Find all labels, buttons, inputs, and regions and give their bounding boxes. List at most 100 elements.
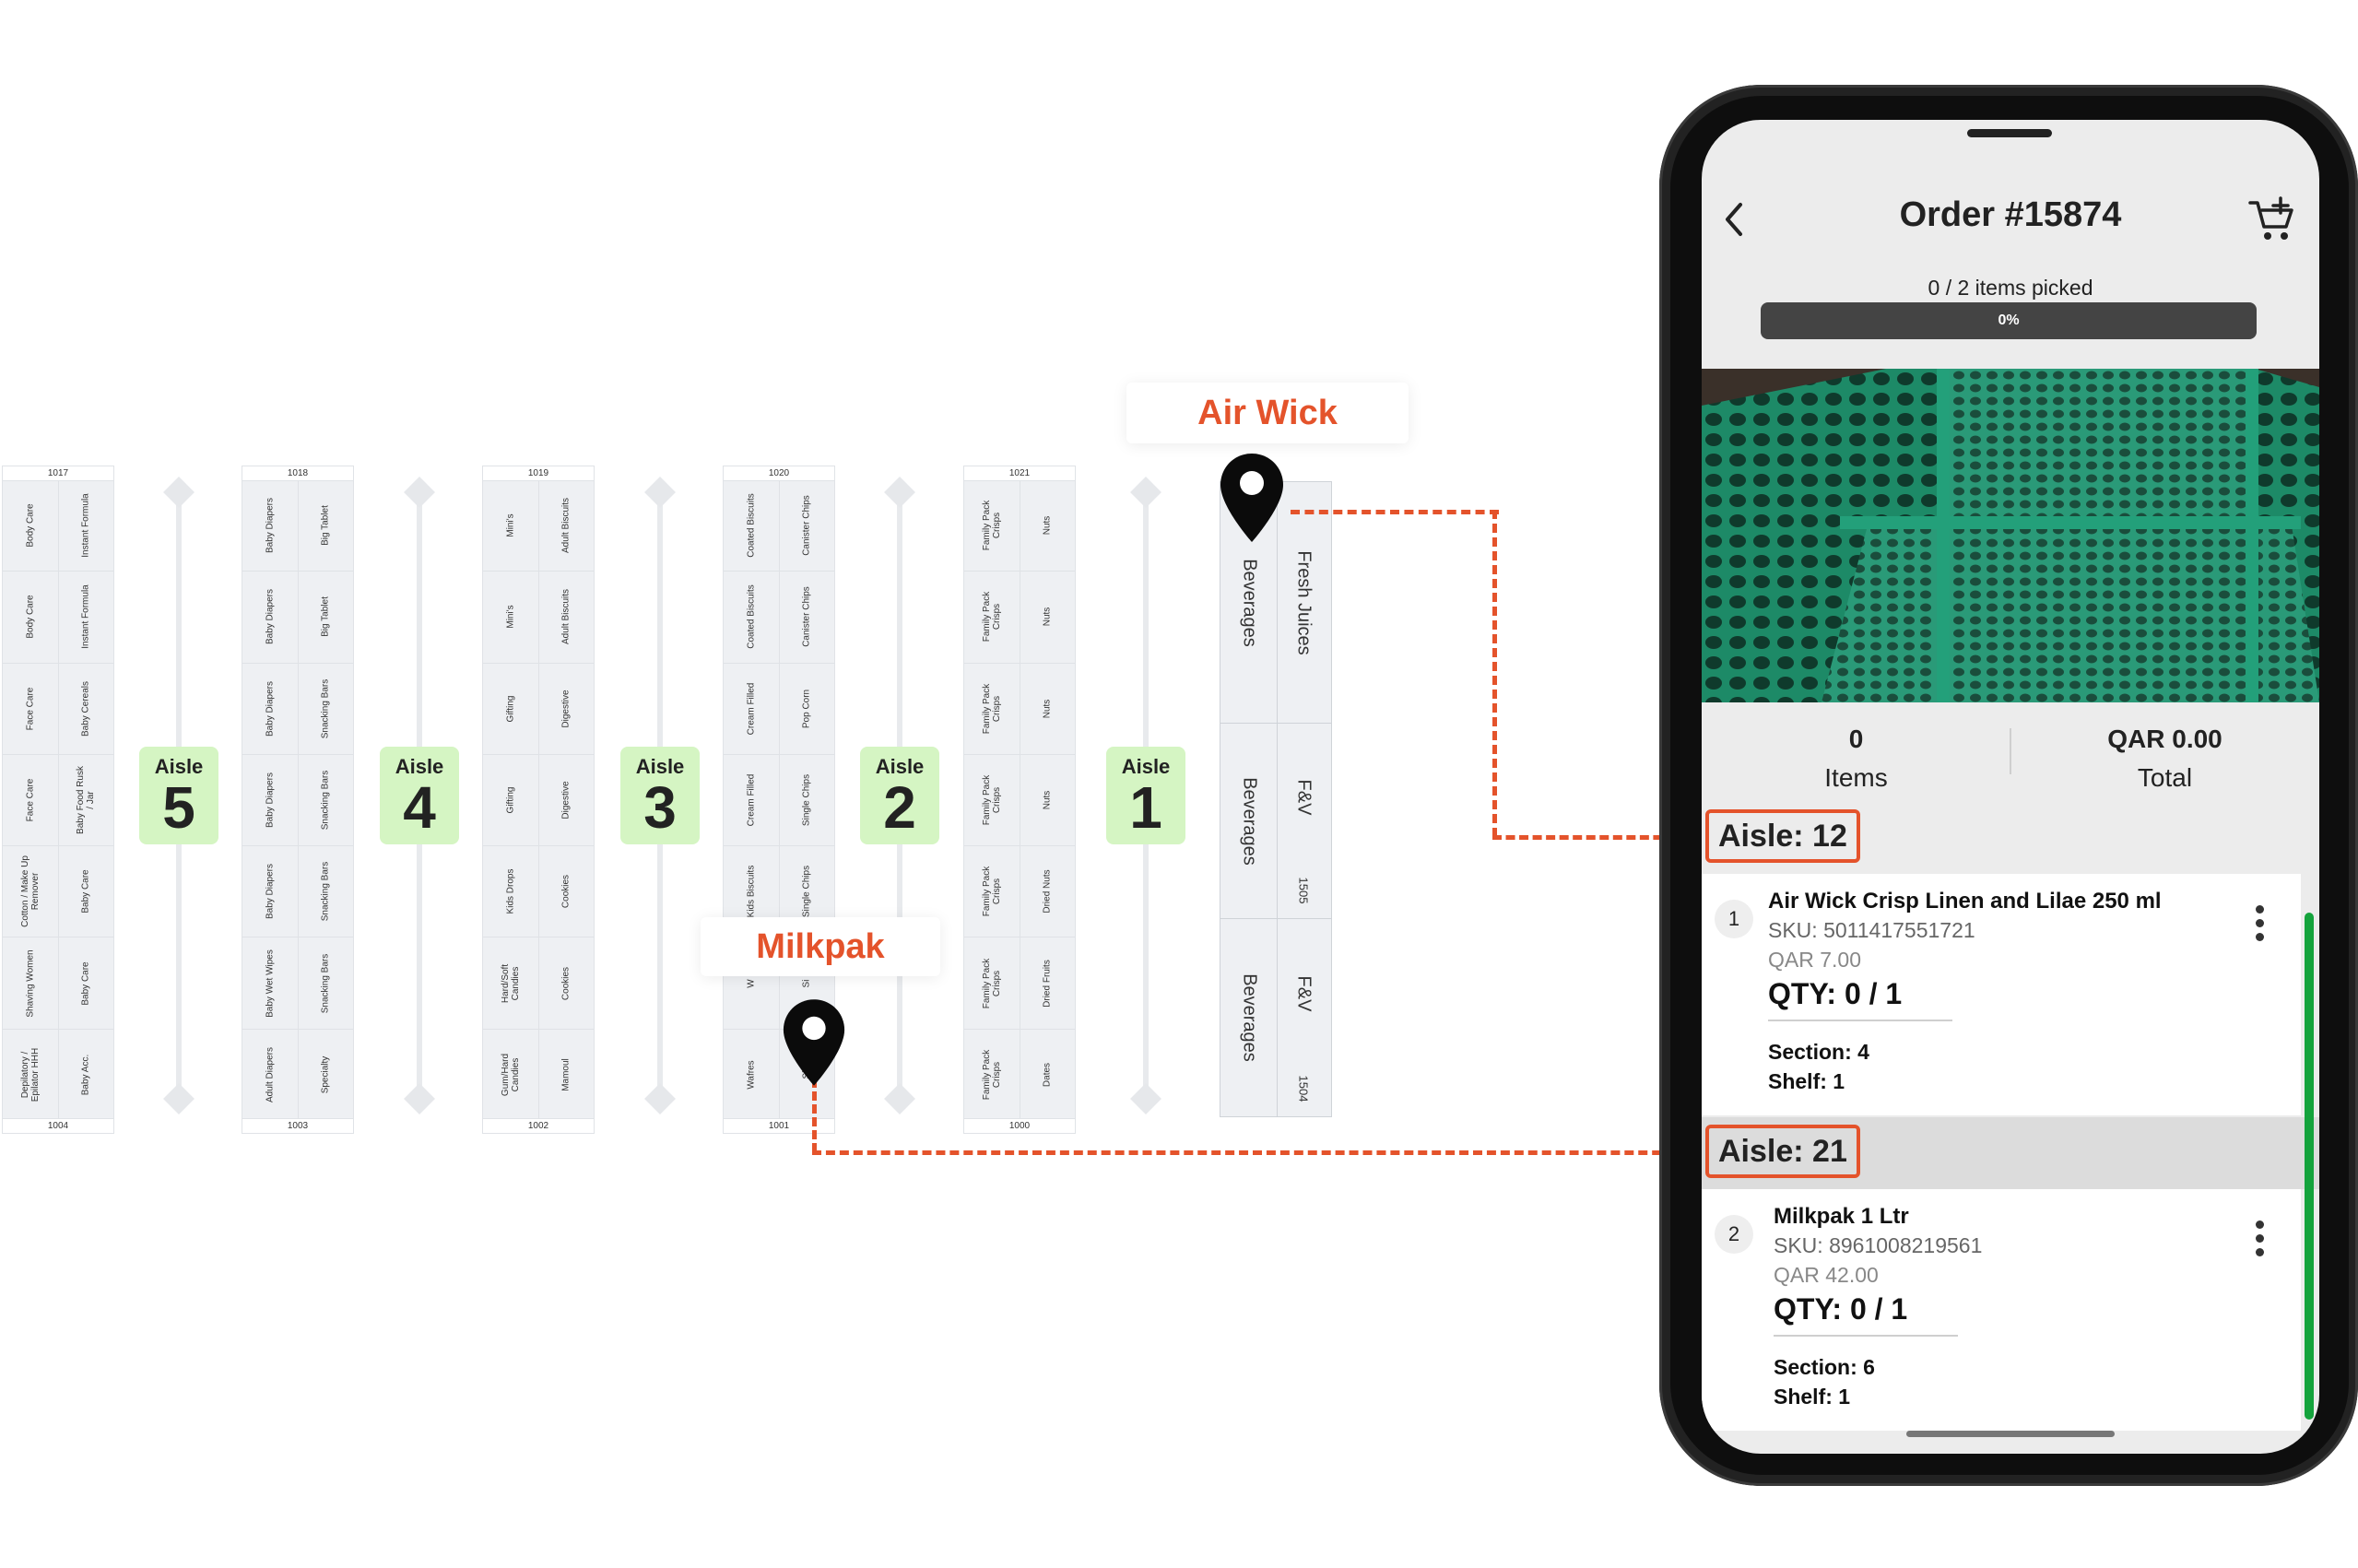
shelf-category-label: Shaving Women: [25, 949, 36, 1018]
shelf-cell: Snacking Bars: [298, 846, 353, 938]
shelf-category-label: Depilatory / Epilator HHH: [20, 1048, 41, 1102]
item-index: 1: [1715, 900, 1753, 938]
milkpak-connector: [812, 1150, 1703, 1155]
shelf-cell: Gum/Hard Candies: [483, 1030, 538, 1121]
active-scroll-indicator[interactable]: [2305, 913, 2314, 1420]
shelf-category-label: Snacking Bars: [320, 678, 331, 738]
shelf-category-label: Family Pack Crisps: [982, 867, 1002, 917]
shelf-category-label: Baby Diapers: [265, 498, 276, 554]
shelf-category-label: Adult Diapers: [265, 1047, 276, 1103]
shelf-category-label: Baby Wet Wipes: [265, 949, 276, 1018]
shelf-cell: Face Care: [3, 664, 58, 755]
shelf-cell: Big Tablet: [298, 572, 353, 664]
item-quantity: QTY: 0 / 1: [1768, 977, 1903, 1010]
back-chevron-icon[interactable]: [1722, 201, 1746, 238]
home-indicator[interactable]: [1906, 1431, 2115, 1437]
total-value: QAR 0.00: [2107, 725, 2222, 753]
shelf-cell: Coated Biscuits: [724, 572, 779, 664]
shelf-category-label: Cream Filled: [746, 682, 757, 736]
shelf-cell: Family Pack Crisps: [964, 937, 1020, 1030]
milkpak-map-pin-icon: [783, 999, 845, 1086]
shelf-cell: Single Chips: [779, 755, 834, 847]
pick-item-card[interactable]: 1 Air Wick Crisp Linen and Lilae 250 ml …: [1702, 874, 2301, 1115]
shelf-category-label: Gifting: [505, 695, 516, 723]
shelf-category-label: Adult Biscuits: [560, 498, 572, 554]
item-quantity: QTY: 0 / 1: [1774, 1292, 1908, 1326]
aisle-12-label: Aisle: 12: [1705, 809, 1860, 863]
shelf-cell: W: [724, 937, 779, 1030]
shelf-category-label: Big Tablet: [320, 596, 331, 638]
shelf-cell: Body Care: [3, 480, 58, 572]
shelf-category-label: Specialty: [320, 1056, 331, 1094]
pick-item-card[interactable]: 2 Milkpak 1 Ltr SKU: 8961008219561 QAR 4…: [1702, 1189, 2301, 1431]
fresh-cell: F&V 1504: [1275, 919, 1331, 1116]
aisle-badge-number: 2: [883, 774, 916, 841]
shelf-category-label: Baby Diapers: [265, 589, 276, 645]
fresh-cell-label: Beverages: [1239, 776, 1259, 866]
shelf-cell: Adult Biscuits: [538, 480, 594, 572]
item-divider: [1774, 1335, 1958, 1337]
progress-label: 0%: [1998, 312, 2020, 328]
shelf-cell: Depilatory / Epilator HHH: [3, 1030, 58, 1121]
shelf-category-label: Baby Care: [80, 961, 91, 1006]
shelf-cell: Gifting: [483, 664, 538, 755]
aisle-badge-label: Aisle: [635, 755, 685, 778]
shelf-cell: Mini's: [483, 480, 538, 572]
shelf-category-label: Mamoul: [560, 1058, 572, 1092]
aisle-21-label: Aisle: 21: [1705, 1125, 1860, 1178]
shelf-category-label: Body Care: [25, 595, 36, 640]
shelf-category-label: Snacking Bars: [320, 862, 331, 922]
aisle-end-marker: [163, 477, 195, 508]
fresh-cell-label: F&V: [1293, 779, 1314, 816]
item-name: Air Wick Crisp Linen and Lilae 250 ml: [1768, 889, 2162, 914]
fresh-cell-number: 1505: [1296, 877, 1310, 904]
shelf-category-label: Body Care: [25, 503, 36, 548]
total-stat: QAR 0.00 Total: [2010, 702, 2319, 793]
aisle-badge-number: 5: [162, 774, 195, 841]
shelf-category-label: Adult Biscuits: [560, 589, 572, 645]
airwick-callout: Air Wick: [1126, 383, 1409, 443]
phone-screen: Order #15874 0 / 2 items picked 0%: [1702, 120, 2319, 1454]
shelf-cell: Dried Fruits: [1020, 937, 1075, 1030]
more-options-icon[interactable]: [2255, 905, 2264, 946]
fresh-cell: Beverages: [1220, 724, 1277, 919]
shelf-cell: Dried Nuts: [1020, 846, 1075, 938]
shelf-cell: Big Tablet: [298, 480, 353, 572]
shelf-category-label: Canister Chips: [801, 586, 812, 648]
shelf-cell: Kids Drops: [483, 846, 538, 938]
shelf-cell: Instant Formula: [58, 572, 113, 664]
fresh-cell-label: Fresh Juices: [1293, 549, 1314, 655]
shelf-cell: Snacking Bars: [298, 664, 353, 755]
gondola-number-top: 1021: [964, 466, 1075, 481]
shelf-category-label: Cotton / Make Up Remover: [20, 855, 41, 928]
shelf-category-label: Cream Filled: [746, 773, 757, 827]
basket-photo: [1702, 369, 2319, 702]
more-options-icon[interactable]: [2255, 1220, 2264, 1261]
order-title: Order #15874: [1899, 195, 2122, 234]
shelf-category-label: Nuts: [1042, 607, 1053, 627]
aisle-end-marker: [404, 1083, 435, 1114]
shelf-cell: Nuts: [1020, 664, 1075, 755]
shelf-cell: Wafres: [724, 1030, 779, 1121]
shelf-cell: Canister Chips: [779, 480, 834, 572]
shelf-cell: Family Pack Crisps: [964, 846, 1020, 938]
shelf-category-label: Baby Diapers: [265, 864, 276, 920]
shelf-cell: Cookies: [538, 846, 594, 938]
aisle-group-header: Aisle: 21: [1702, 1117, 2319, 1189]
shelf-cell: Family Pack Crisps: [964, 664, 1020, 755]
shelf-cell: Adult Biscuits: [538, 572, 594, 664]
item-divider: [1768, 1020, 1952, 1021]
fresh-cell: Beverages: [1220, 482, 1277, 724]
shelf-category-label: Baby Acc.: [80, 1055, 91, 1096]
shelf-cell: Adult Diapers: [242, 1030, 298, 1121]
item-section: Section: 6: [1774, 1355, 1875, 1379]
shelf-cell: Nuts: [1020, 480, 1075, 572]
cart-add-icon[interactable]: [2247, 195, 2299, 243]
